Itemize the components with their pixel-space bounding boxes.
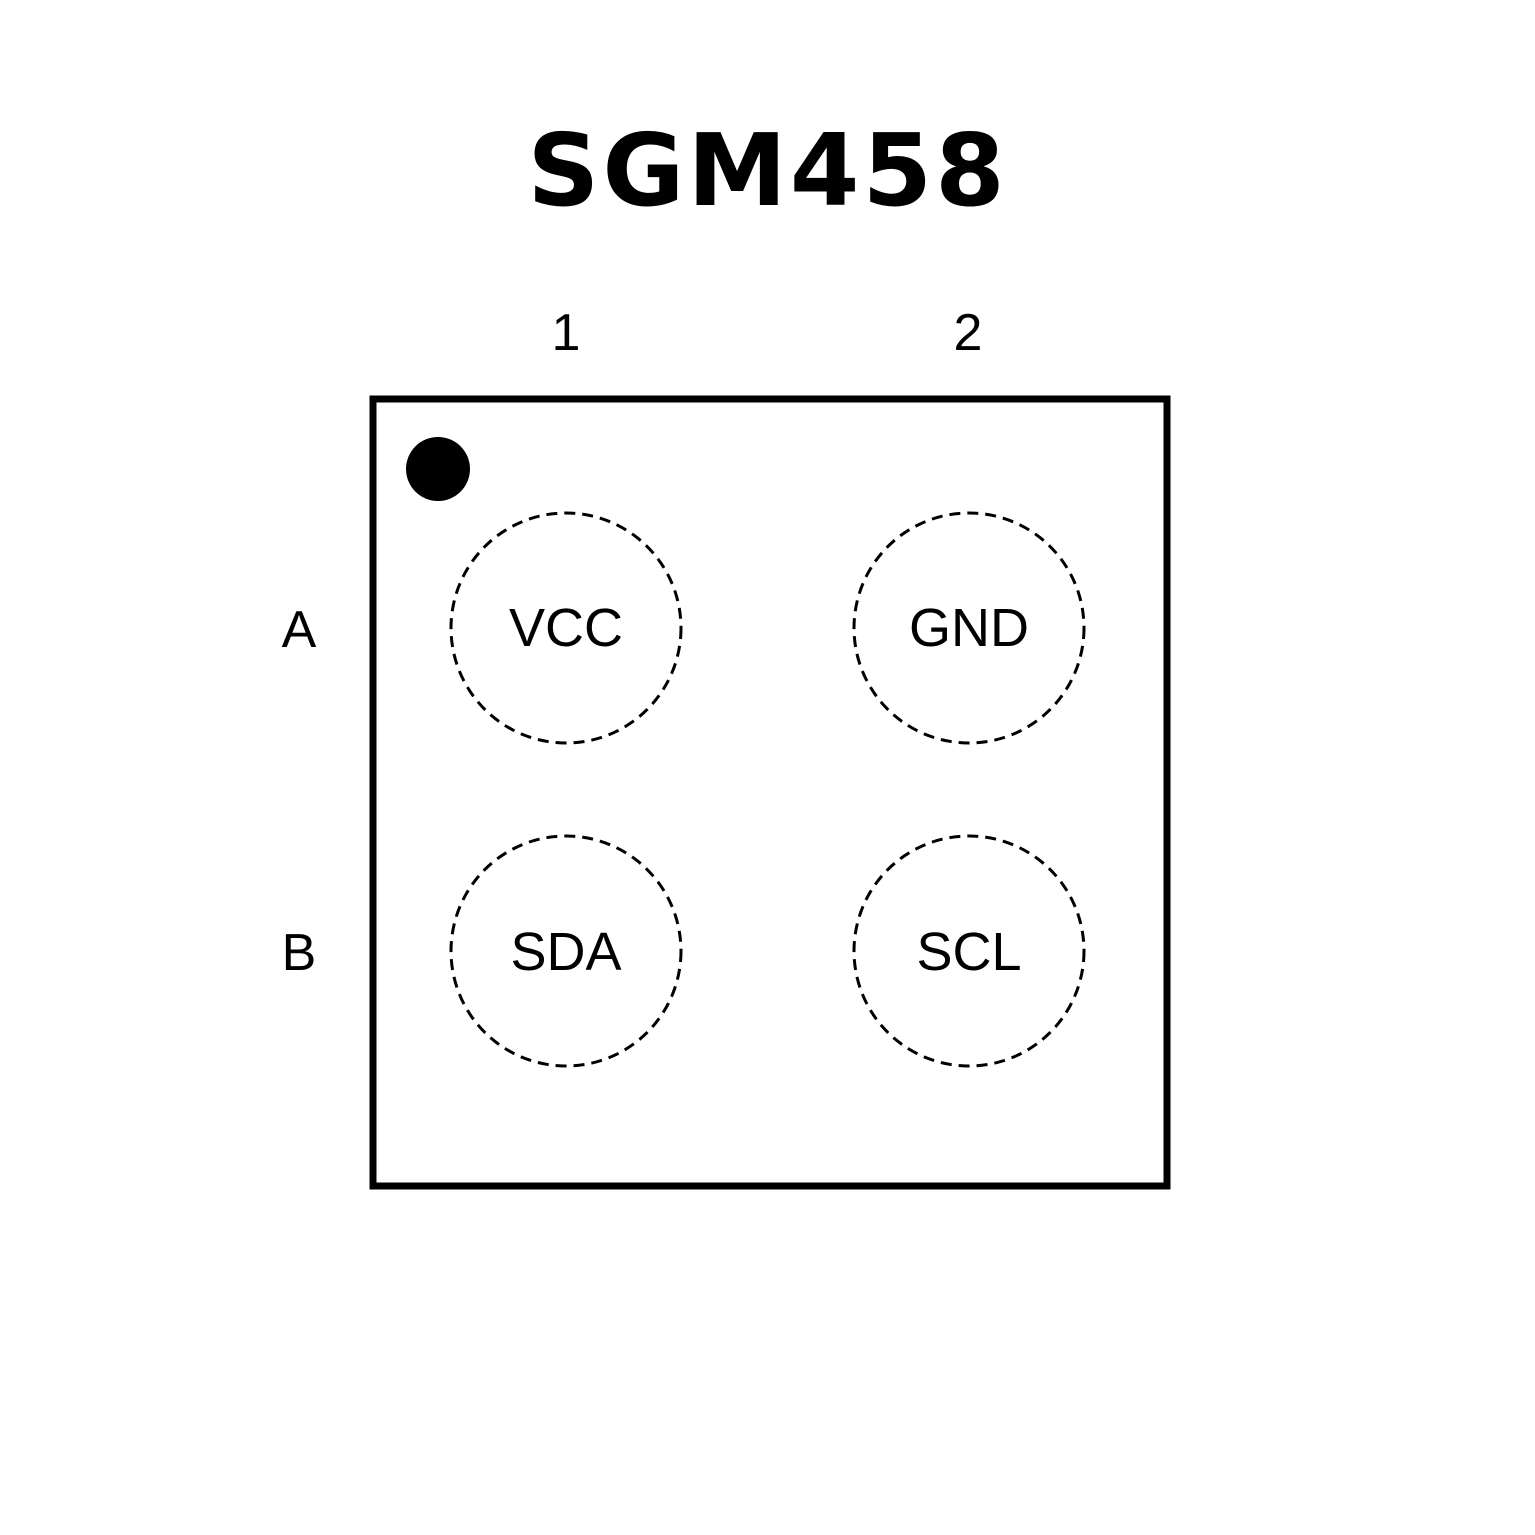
- row-label: B: [282, 924, 317, 982]
- pin-A2: GND: [852, 511, 1086, 745]
- pin-name: VCC: [509, 598, 623, 658]
- pin-A1: VCC: [449, 511, 683, 745]
- column-label: 2: [954, 304, 983, 362]
- row-label: A: [282, 601, 317, 659]
- part-title: SGM458: [527, 112, 1008, 229]
- package-outline: [369, 395, 1171, 1190]
- pin-B2: SCL: [852, 834, 1086, 1068]
- pin-name: SCL: [916, 922, 1021, 982]
- pin-B1: SDA: [449, 834, 683, 1068]
- pin1-marker-dot: [406, 437, 470, 501]
- column-label: 1: [552, 304, 581, 362]
- pin-name: SDA: [510, 922, 621, 982]
- pin-name: GND: [909, 598, 1029, 658]
